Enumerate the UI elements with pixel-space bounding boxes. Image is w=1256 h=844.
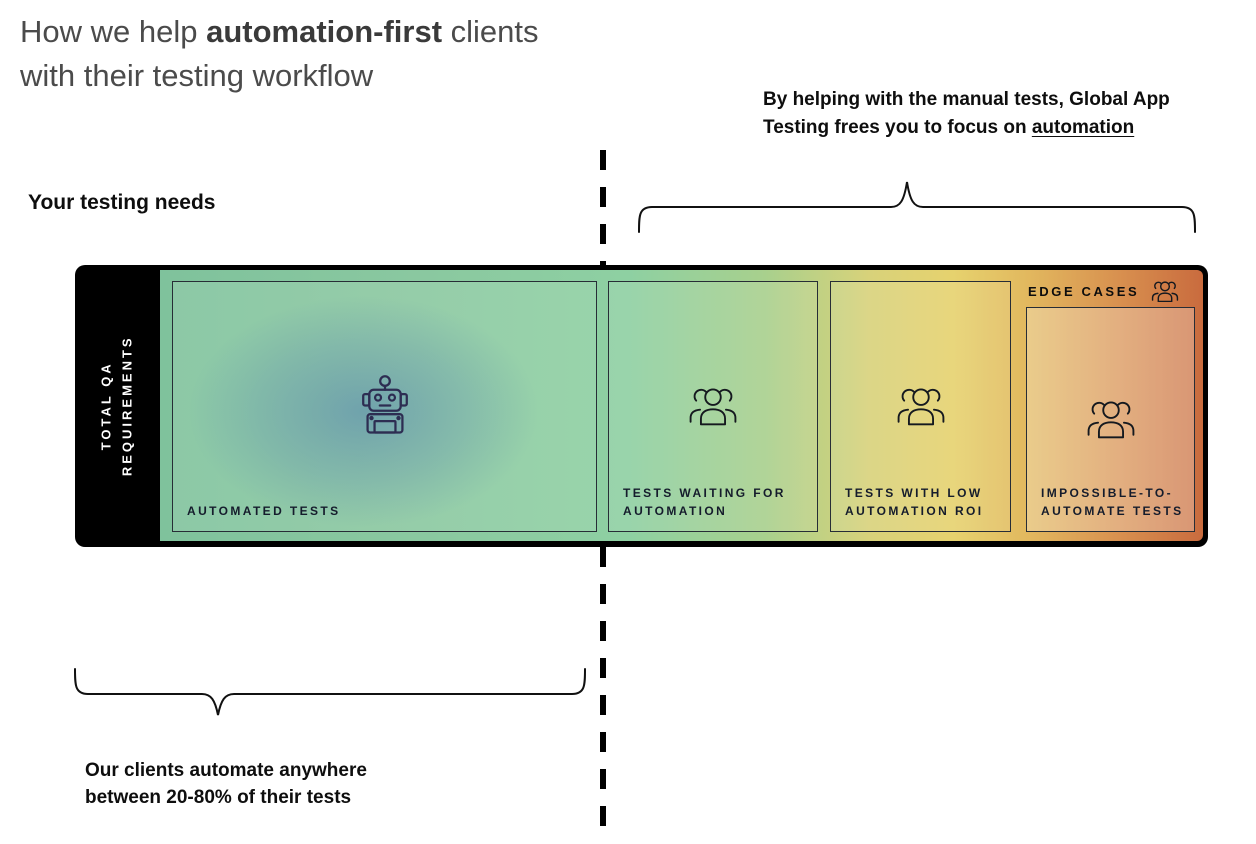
section-automated-tests: AUTOMATED TESTS (172, 281, 597, 532)
testing-needs-heading: Your testing needs (28, 191, 216, 214)
edge-cases-header: EDGE CASES (1028, 280, 1179, 302)
dashed-divider-bottom (600, 547, 606, 837)
people-icon (689, 388, 737, 425)
people-icon (897, 388, 944, 425)
section-label: IMPOSSIBLE-TO-AUTOMATE TESTS (1041, 485, 1184, 519)
side-label-line-1: TOTAL QA (98, 361, 114, 451)
range-note-line-1: Our clients automate anywhere (85, 760, 367, 781)
side-label-line-2: REQUIREMENTS (119, 335, 135, 477)
bottom-brace (74, 668, 586, 716)
automation-range-note: Our clients automate anywhere between 20… (85, 758, 505, 812)
title-line-1: How we help automation-first clients (20, 14, 539, 49)
section-impossible: IMPOSSIBLE-TO-AUTOMATE TESTS (1026, 307, 1195, 532)
section-label: AUTOMATED TESTS (187, 504, 341, 519)
page-title: How we help automation-first clients wit… (20, 10, 720, 98)
dashed-divider-top (600, 150, 606, 265)
manual-tests-note: By helping with the manual tests, Global… (763, 86, 1243, 141)
automation-underlined: automation (1031, 116, 1135, 138)
title-line-2: with their testing workflow (20, 58, 374, 94)
note-line-1: By helping with the manual tests, Global… (763, 89, 1170, 110)
people-icon (1152, 281, 1179, 302)
people-icon (1087, 401, 1134, 438)
total-qa-side-label: TOTAL QA REQUIREMENTS (75, 265, 160, 547)
robot-icon (361, 374, 408, 434)
qa-requirements-bar: TOTAL QA REQUIREMENTS (75, 265, 1208, 547)
note-line-2: Testing frees you to focus on automation (763, 116, 1135, 138)
edge-cases-label: EDGE CASES (1028, 283, 1140, 299)
title-bold-phrase: automation-first (206, 14, 443, 49)
range-note-line-2: between 20-80% of their tests (85, 786, 352, 808)
top-brace (638, 181, 1196, 233)
